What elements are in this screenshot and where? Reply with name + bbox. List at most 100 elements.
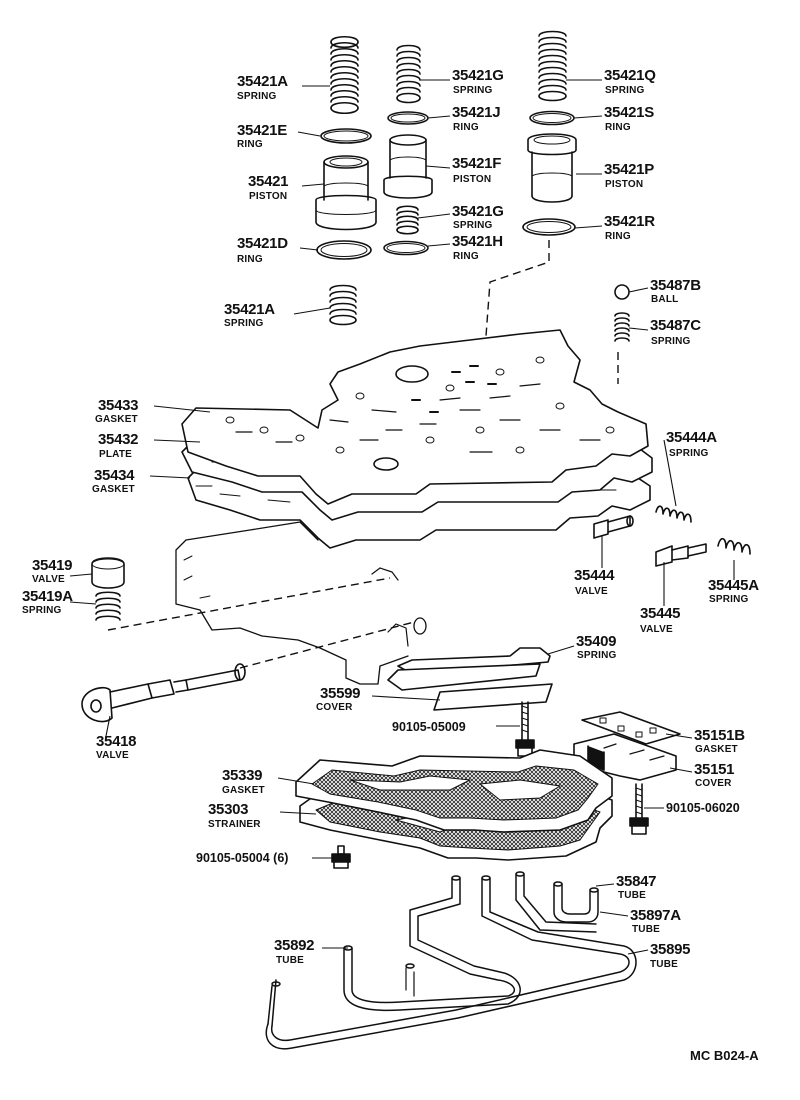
part-number: 35419 (32, 557, 72, 574)
callout-35487c-spring: 35487C SPRING (650, 317, 702, 347)
part-name: RING (453, 122, 479, 133)
part-name: SPRING (22, 605, 62, 616)
part-name: RING (605, 231, 631, 242)
part-number: 35432 (98, 431, 138, 448)
gasket-35151b-drawing (581, 711, 681, 745)
part-number: 35303 (208, 801, 248, 818)
callout-35421-piston: 35421 PISTON (248, 173, 289, 202)
part-number: 35421 (248, 173, 288, 190)
callout-35445-valve: 35445 VALVE (640, 605, 681, 635)
valve-body-drawing (175, 521, 427, 685)
part-number: 35339 (222, 767, 262, 784)
callout-35892-tube: 35892 TUBE (274, 937, 315, 966)
part-number: 35151B (694, 727, 745, 744)
part-name: SPRING (651, 336, 691, 347)
callout-35421a-spring-top: 35421A SPRING (237, 73, 289, 102)
part-name: SPRING (453, 85, 493, 96)
gasket-35433-drawing (181, 329, 649, 505)
callout-35421r-ring: 35421R RING (604, 213, 656, 242)
callout-35421a-spring-lower: 35421A SPRING (224, 301, 276, 329)
part-number: 35421A (224, 301, 275, 318)
piston-35421-drawing (315, 155, 377, 231)
valve-35418-drawing (81, 663, 246, 723)
part-name: BALL (651, 294, 678, 305)
callout-35421s-ring: 35421S RING (604, 104, 655, 133)
part-name: VALVE (575, 586, 608, 597)
part-number: 35487B (650, 277, 701, 294)
part-number: 35421J (452, 104, 500, 121)
callout-35445a-spring: 35445A SPRING (708, 577, 760, 605)
spring-35421a-top-drawing (330, 35, 359, 115)
part-number: 35418 (96, 733, 136, 750)
piston-35421f-drawing (383, 134, 433, 199)
callout-35151b-gasket: 35151B GASKET (694, 727, 746, 755)
part-number: 35445A (708, 577, 759, 594)
callout-35421e-ring: 35421E RING (237, 122, 288, 150)
part-name: PISTON (453, 174, 491, 185)
part-name: VALVE (640, 624, 673, 635)
ring-35421r-drawing (522, 218, 576, 236)
part-number: 35151 (694, 761, 734, 778)
part-name: SPRING (224, 318, 264, 329)
figure-code: MC B024-A (690, 1048, 759, 1063)
part-number: 35895 (650, 941, 690, 958)
phantom-lines (107, 240, 619, 669)
callout-35433-gasket: 35433 GASKET (95, 397, 139, 425)
part-name: SPRING (709, 594, 749, 605)
spring-35445a-drawing (717, 537, 751, 555)
bolt-callout-90105-05004: 90105-05004 (6) (196, 851, 288, 865)
part-name: PLATE (99, 449, 132, 460)
part-number: 35421H (452, 233, 503, 250)
part-name: TUBE (276, 955, 304, 966)
part-name: RING (237, 139, 263, 150)
spring-35444a-drawing (655, 505, 692, 523)
bolt-90105-05004-drawing (331, 845, 351, 869)
part-name: TUBE (618, 890, 646, 901)
ball-35487b-drawing (614, 284, 630, 300)
bolt-callout-90105-05009: 90105-05009 (392, 720, 466, 734)
leader-lines (69, 79, 735, 955)
part-name: GASKET (95, 414, 138, 425)
part-number: 35421E (237, 122, 287, 139)
part-number: 35897A (630, 907, 681, 924)
spring-35421g-lower-drawing (396, 205, 419, 235)
callout-35339-gasket: 35339 GASKET (222, 767, 265, 796)
bolt-callout-90105-06020: 90105-06020 (666, 801, 740, 815)
part-number: 35421P (604, 161, 654, 178)
part-number: 35421Q (604, 67, 656, 84)
part-number: 35409 (576, 633, 616, 650)
ring-35421h-drawing (383, 240, 429, 256)
spring-35487c-drawing (614, 312, 630, 342)
callout-35897a-tube: 35897A TUBE (630, 907, 682, 935)
part-name: TUBE (632, 924, 660, 935)
ring-35421e-drawing (320, 128, 372, 144)
callout-35487b-ball: 35487B BALL (650, 277, 702, 305)
part-number: 35433 (98, 397, 138, 414)
part-name: GASKET (695, 744, 738, 755)
part-name: GASKET (222, 785, 265, 796)
part-name: VALVE (96, 750, 129, 761)
callout-35421h-ring: 35421H RING (452, 233, 503, 262)
callout-35303-strainer: 35303 STRAINER (208, 801, 261, 830)
spring-35421a-lower-drawing (329, 284, 357, 326)
callout-35419-valve: 35419 VALVE (32, 557, 73, 585)
callout-35421g-spring-lower: 35421G SPRING (452, 203, 504, 231)
spring-35421q-drawing (538, 30, 567, 102)
part-name: RING (237, 254, 263, 265)
spring-35421g-top-drawing (396, 44, 421, 104)
part-number: 35421D (237, 235, 288, 252)
part-name: SPRING (669, 448, 709, 459)
callout-35418-valve: 35418 VALVE (96, 733, 137, 761)
part-number: 35421G (452, 67, 504, 84)
callout-35419a-spring: 35419A SPRING (22, 588, 74, 616)
gasket-35339-drawing (295, 749, 613, 833)
part-number: 35599 (320, 685, 360, 702)
spring-35419a-drawing (95, 591, 121, 621)
callout-35599-cover: 35599 COVER (316, 685, 361, 713)
callout-35444-valve: 35444 VALVE (574, 567, 615, 597)
part-number: 35434 (94, 467, 135, 484)
bolt-90105-06020-drawing (629, 783, 649, 835)
callout-35434-gasket: 35434 GASKET (92, 467, 135, 495)
callout-35151-cover: 35151 COVER (694, 761, 735, 789)
